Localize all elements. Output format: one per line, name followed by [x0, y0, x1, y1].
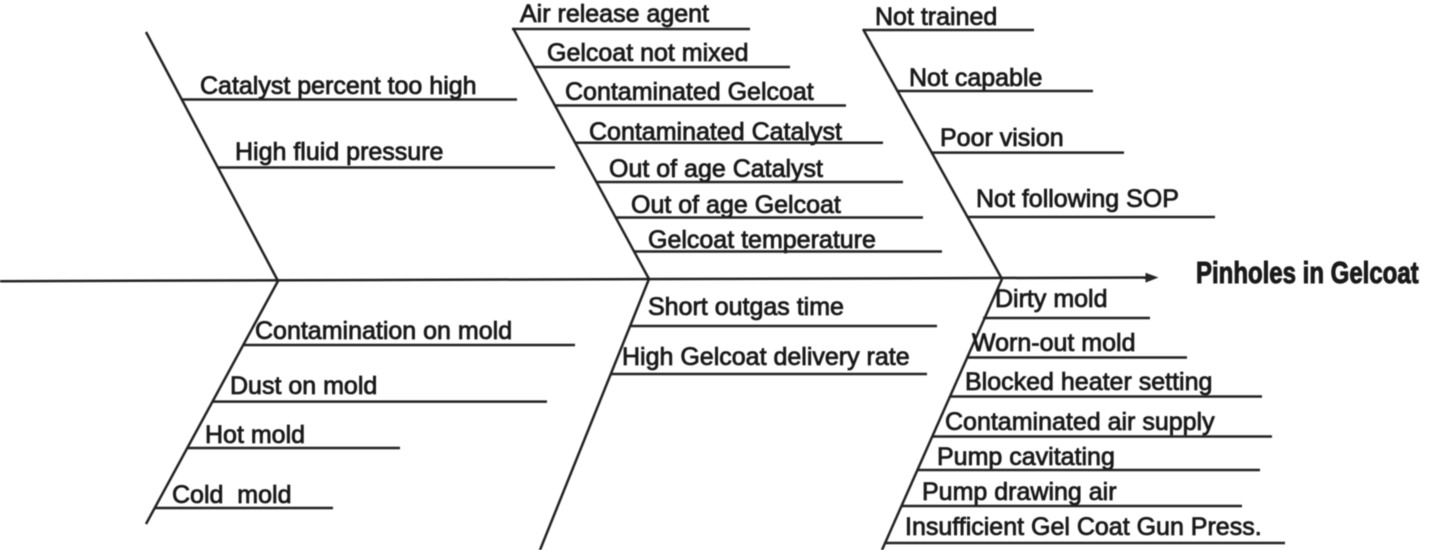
svg-text:Cold mold: Cold mold — [172, 481, 292, 509]
svg-text:Short outgas time: Short outgas time — [648, 293, 844, 321]
svg-text:Worn-out mold: Worn-out mold — [972, 329, 1136, 357]
svg-text:Pump drawing air: Pump drawing air — [922, 478, 1117, 506]
svg-text:Gelcoat not mixed: Gelcoat not mixed — [547, 39, 749, 67]
svg-text:High Gelcoat delivery rate: High Gelcoat delivery rate — [622, 343, 910, 371]
svg-text:Contamination on mold: Contamination on mold — [255, 317, 512, 345]
svg-text:Contaminated air supply: Contaminated air supply — [945, 408, 1215, 436]
svg-text:Poor vision: Poor vision — [940, 124, 1064, 152]
svg-text:Not following SOP: Not following SOP — [976, 185, 1179, 213]
svg-text:Out of age Gelcoat: Out of age Gelcoat — [631, 191, 841, 219]
svg-text:Dirty mold: Dirty mold — [995, 285, 1108, 313]
svg-text:Dust on mold: Dust on mold — [230, 372, 377, 400]
svg-text:Not trained: Not trained — [875, 3, 997, 31]
svg-text:Pump cavitating: Pump cavitating — [937, 443, 1115, 471]
svg-text:Insufficient Gel Coat Gun Pres: Insufficient Gel Coat Gun Press. — [905, 513, 1262, 541]
svg-text:Not capable: Not capable — [909, 64, 1042, 92]
svg-text:High fluid pressure: High fluid pressure — [235, 138, 443, 166]
svg-text:Hot mold: Hot mold — [205, 421, 305, 449]
svg-text:Catalyst percent too high: Catalyst percent too high — [200, 72, 477, 100]
svg-text:Blocked heater setting: Blocked heater setting — [965, 368, 1212, 396]
svg-text:Gelcoat temperature: Gelcoat temperature — [648, 226, 876, 254]
svg-text:Air release agent: Air release agent — [520, 0, 709, 28]
svg-text:Pinholes in Gelcoat: Pinholes in Gelcoat — [1196, 255, 1419, 289]
svg-text:Out of age Catalyst: Out of age Catalyst — [609, 155, 823, 183]
svg-text:Contaminated Gelcoat: Contaminated Gelcoat — [565, 78, 814, 106]
